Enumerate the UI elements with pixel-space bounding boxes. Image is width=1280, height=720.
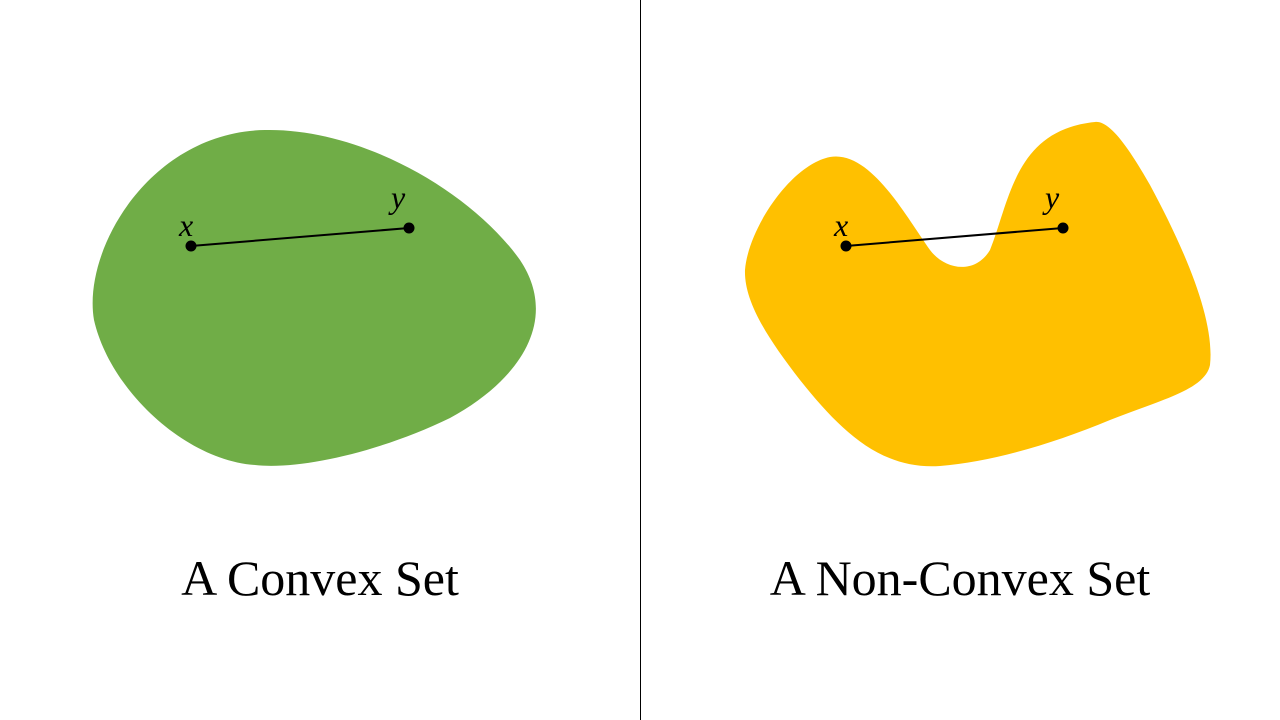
non-convex-set-figure: x y [744, 121, 1211, 467]
non-convex-set-panel: x y A Non-Convex Set [640, 0, 1280, 720]
convex-set-panel: x y A Convex Set [92, 129, 536, 606]
panel-divider [639, 0, 641, 720]
convex-shape [92, 129, 536, 466]
segment-xy [190, 227, 410, 247]
non-convex-shape [744, 121, 1211, 467]
point-x [840, 240, 852, 252]
non-convex-set-caption: A Non-Convex Set [769, 550, 1151, 606]
segment-xy [845, 227, 1064, 247]
point-y [403, 222, 415, 234]
point-x-label: x [833, 207, 848, 243]
point-y-label: y [1042, 179, 1060, 215]
convex-set-caption: A Convex Set [181, 550, 459, 606]
point-y [1057, 222, 1069, 234]
point-x [185, 240, 197, 252]
convex-set-figure: x y [92, 129, 536, 466]
point-y-label: y [388, 179, 406, 215]
point-x-label: x [178, 207, 193, 243]
